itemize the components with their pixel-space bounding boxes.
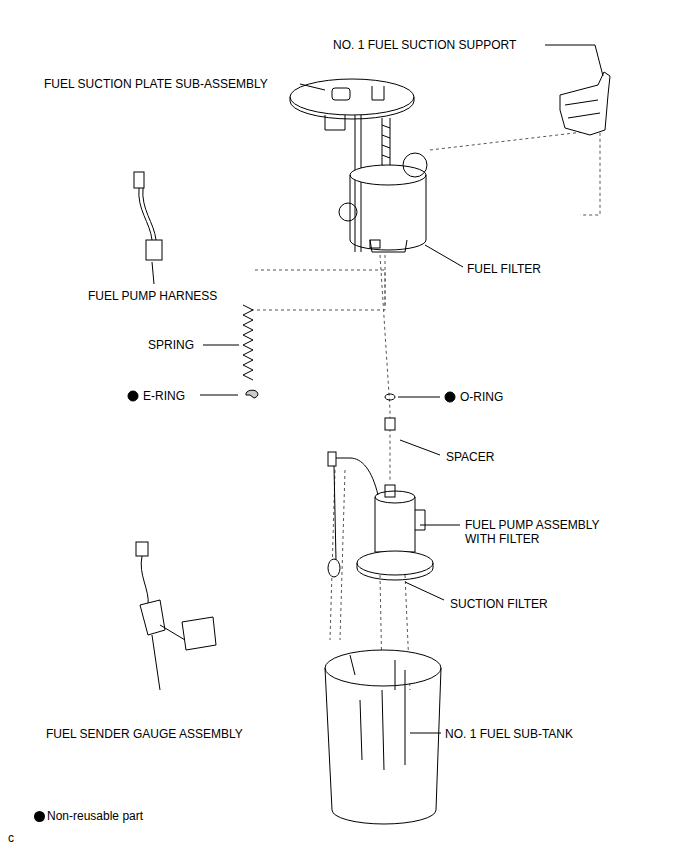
- leader-lines: [300, 84, 463, 267]
- part-label: NO. 1 FUEL SUB-TANK: [445, 727, 573, 741]
- pump-wire: [328, 452, 378, 577]
- fuel-pump: [375, 485, 460, 552]
- spacer: [385, 418, 440, 455]
- legend-item: Non-reusable part: [34, 809, 143, 823]
- part-label: SUCTION FILTER: [450, 597, 548, 611]
- spring: [203, 305, 253, 380]
- part-label: SPRING: [148, 338, 194, 352]
- suction-filter: [357, 551, 444, 600]
- figure-code: c: [8, 831, 14, 845]
- part-label: FUEL SENDER GAUGE ASSEMBLY: [46, 727, 243, 741]
- part-label: E-RING: [143, 389, 185, 403]
- o-ring: [385, 392, 455, 402]
- sender-gauge: [136, 542, 216, 690]
- part-label: NO. 1 FUEL SUCTION SUPPORT: [333, 38, 516, 52]
- legend-text: Non-reusable part: [47, 809, 143, 823]
- part-label: O-RING: [460, 390, 503, 404]
- assembly-lines: [250, 130, 600, 690]
- part-label: FUEL SUCTION PLATE SUB-ASSEMBLY: [44, 77, 268, 91]
- part-label: FUEL PUMP HARNESS: [88, 289, 217, 303]
- part-label: SPACER: [446, 450, 494, 464]
- suction-support: [545, 45, 610, 135]
- sub-tank: [325, 650, 441, 824]
- part-label: FUEL FILTER: [467, 262, 541, 276]
- legend-swatch: [34, 811, 45, 822]
- pump-harness: [134, 172, 162, 284]
- part-label: FUEL PUMP ASSEMBLY WITH FILTER: [465, 518, 615, 546]
- fuel-filter: [339, 153, 427, 252]
